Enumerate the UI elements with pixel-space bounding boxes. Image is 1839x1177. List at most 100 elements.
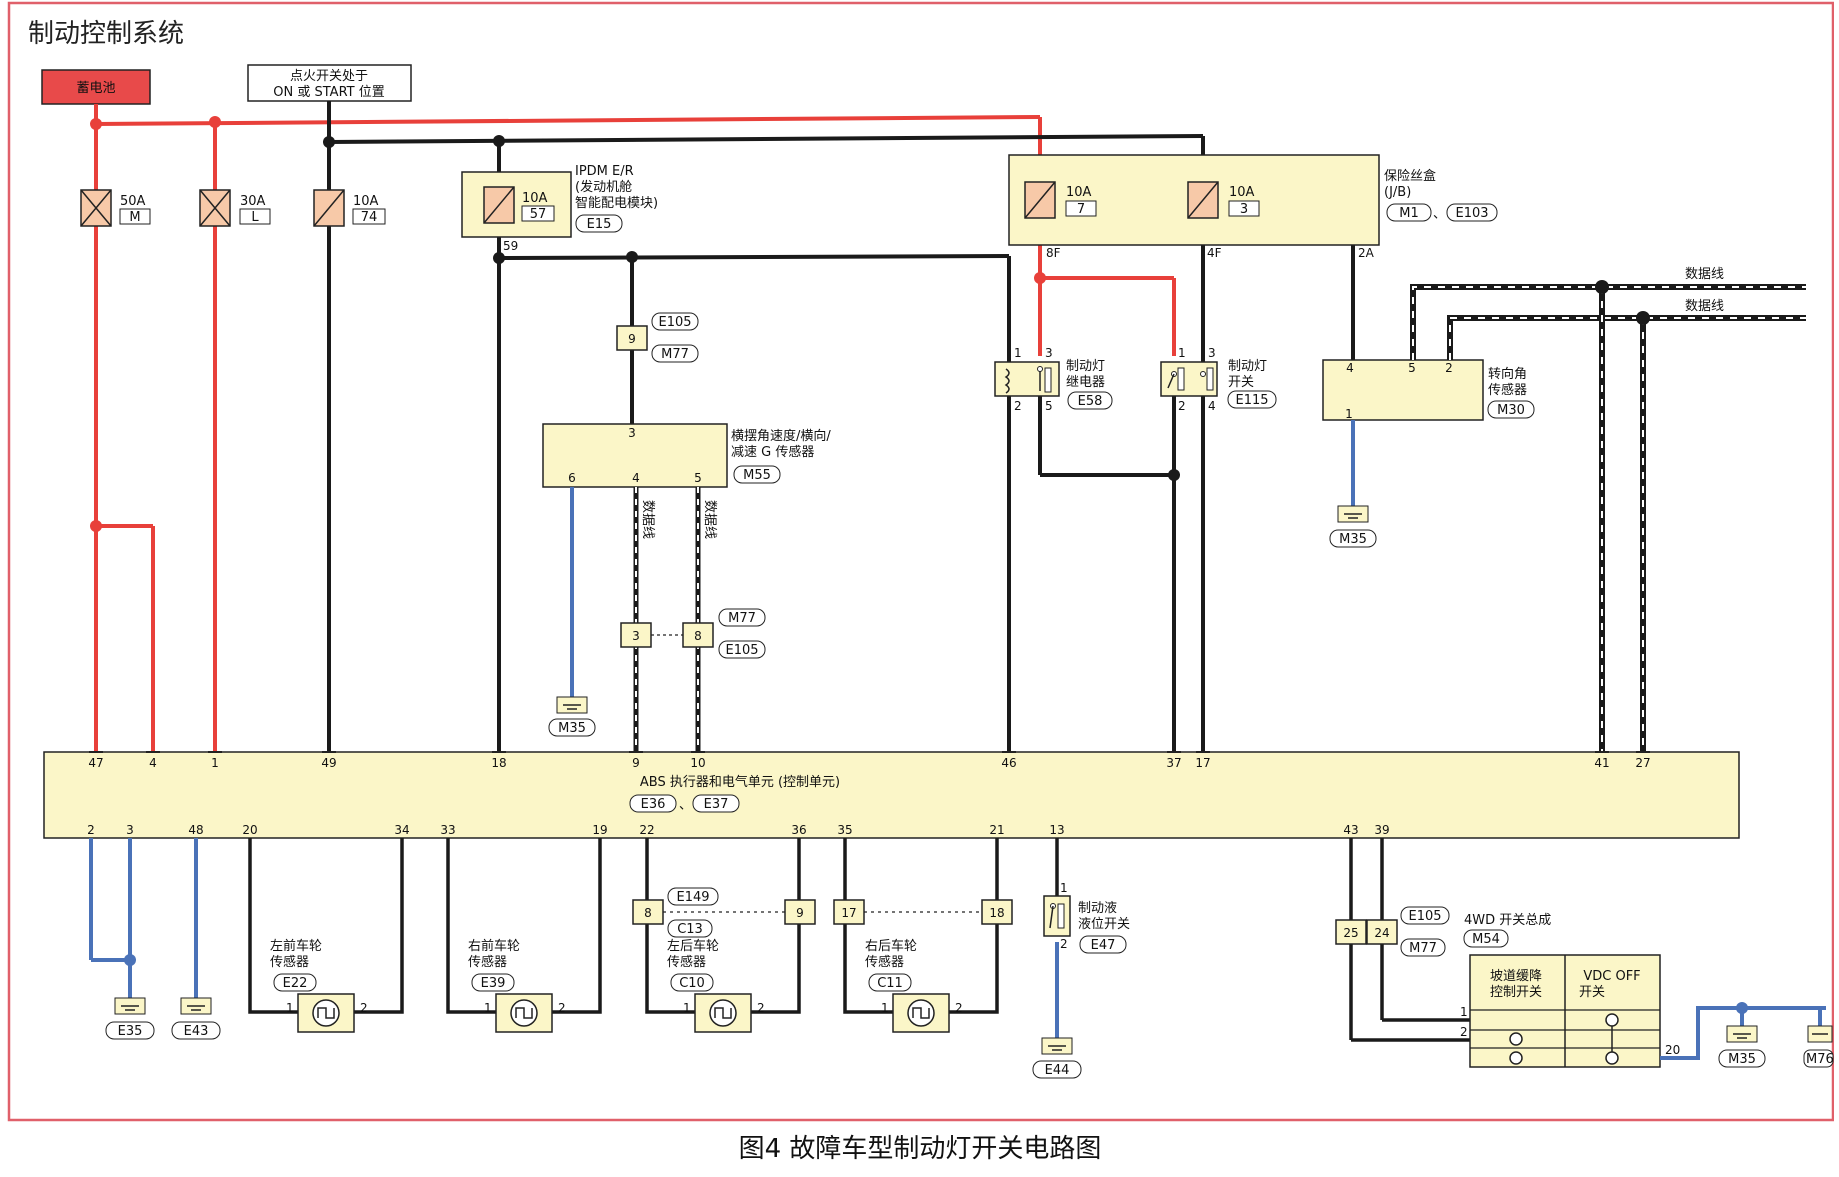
abs-ground-wires	[89, 838, 1059, 1040]
fluid-connector: E47	[1091, 938, 1116, 953]
switch-p1: 1	[1178, 346, 1186, 360]
yaw-connector: M55	[743, 468, 771, 483]
yaw-pin-5: 5	[694, 471, 702, 485]
yaw-pin-4: 4	[632, 471, 640, 485]
wheel-sensor-p1: 1	[881, 1001, 889, 1015]
fuse-30a-code: L	[251, 210, 259, 225]
inline-9	[616, 325, 648, 351]
relay-line1: 制动灯	[1066, 359, 1105, 374]
fuse-50a: 50A M	[80, 189, 151, 227]
fuse-box-conn1: M1	[1399, 206, 1419, 221]
data-line-label-1: 数据线	[1685, 267, 1724, 282]
power-junctions	[90, 116, 1046, 532]
abs-conn1: E36	[641, 797, 666, 812]
wheel-sensor-connector: C11	[877, 976, 903, 991]
wheel-sensor-p2: 2	[360, 1001, 368, 1015]
abs-bottom-pin: 3	[126, 823, 134, 837]
fuse-box-line2: (J/B)	[1384, 185, 1411, 200]
fuse-3-code: 3	[1240, 202, 1248, 217]
ipdm-line3: 智能配电模块)	[575, 196, 658, 211]
rear-inline-c13: C13	[677, 922, 703, 937]
relay-connector: E58	[1078, 394, 1103, 409]
awd-p1: 1	[1460, 1005, 1468, 1019]
switch-p3: 3	[1208, 346, 1216, 360]
abs-bottom-pin: 33	[440, 823, 455, 837]
abs-top-pin: 18	[491, 756, 506, 770]
data-line-label-2: 数据线	[1685, 299, 1724, 314]
abs-top-pin: 47	[88, 756, 103, 770]
yaw-data-lines	[633, 487, 701, 752]
wheel-sensor-connector: E39	[481, 976, 506, 991]
inline-8	[682, 622, 714, 648]
wheel-sensor-line2: 传感器	[270, 954, 309, 970]
steer-p5: 5	[1408, 361, 1416, 375]
ground-e43-label: E43	[184, 1024, 209, 1039]
switch-connector: E115	[1235, 393, 1268, 408]
steer-p1: 1	[1345, 407, 1353, 421]
fuse-74-code: 74	[361, 210, 378, 225]
relay-p3: 3	[1045, 346, 1053, 360]
ground-junction	[124, 954, 136, 966]
fuse-57-rating: 10A	[522, 191, 548, 206]
rear-inline-18-pin: 18	[989, 906, 1004, 920]
wheel-sensor-p2: 2	[757, 1001, 765, 1015]
abs-bottom-pin: 35	[837, 823, 852, 837]
abs-top-pin: 46	[1001, 756, 1016, 770]
inline-8-e105: E105	[725, 643, 758, 658]
steer-sensor-box	[1322, 359, 1484, 421]
fluid-p1: 1	[1060, 881, 1068, 895]
awd-inline-25	[1335, 919, 1367, 945]
abs-top-pin: 1	[211, 756, 219, 770]
steer-line1: 转向角	[1488, 366, 1527, 382]
ground-e35: E35	[105, 997, 155, 1040]
awd-hdc-line1: 坡道缓降	[1490, 969, 1542, 984]
switch-p2: 2	[1178, 399, 1186, 413]
fluid-line2: 液位开关	[1078, 917, 1130, 932]
rear-inline-8-pin: 8	[644, 906, 652, 920]
ground-e44-label: E44	[1045, 1063, 1070, 1078]
switch-line1: 制动灯	[1228, 359, 1267, 374]
ipdm-box	[461, 171, 572, 238]
wheel-sensor-p1: 1	[683, 1001, 691, 1015]
wheel-sensor-line1: 右后车轮	[865, 938, 917, 954]
abs-conn2: E37	[704, 797, 729, 812]
abs-bottom-pin: 19	[592, 823, 607, 837]
awd-title: 4WD 开关总成	[1464, 913, 1551, 928]
wheel-sensor-connector: C10	[679, 976, 705, 991]
ipdm-line1: IPDM E/R	[575, 164, 634, 179]
yaw-pin-3: 3	[628, 426, 636, 440]
wheel-sensor-p2: 2	[558, 1001, 566, 1015]
awd-m77: M77	[1409, 941, 1437, 956]
switch-line2: 开关	[1228, 375, 1254, 390]
fuse-box-line1: 保险丝盒	[1384, 168, 1436, 184]
abs-bottom-pin: 2	[87, 823, 95, 837]
steer-connector: M30	[1497, 403, 1525, 418]
rear-inline-17	[833, 899, 865, 925]
abs-bottom-pin: 43	[1343, 823, 1358, 837]
fuse-box-pin-2a: 2A	[1358, 246, 1375, 260]
abs-top-pin: 37	[1166, 756, 1181, 770]
inline-9-m77: M77	[661, 347, 689, 362]
ground-m76-label: M76	[1806, 1052, 1834, 1067]
fuse-50a-rating: 50A	[120, 194, 146, 209]
awd-hdc-line2: 控制开关	[1490, 985, 1542, 1000]
yaw-line1: 横摆角速度/横向/	[731, 428, 831, 444]
ignition-line2: ON 或 START 位置	[273, 85, 384, 100]
fuse-10a-7: 10A 7	[1024, 181, 1097, 219]
awd-p25: 25	[1343, 926, 1358, 940]
fuse-box-pin-4f: 4F	[1207, 246, 1222, 260]
ground-e43: E43	[171, 997, 221, 1040]
abs-bottom-pin: 39	[1374, 823, 1389, 837]
abs-top-pin: 41	[1594, 756, 1609, 770]
fuse-box-pin-8f: 8F	[1046, 246, 1061, 260]
inline-8-pin: 8	[694, 629, 702, 643]
wheel-sensor-connector: E22	[283, 976, 308, 991]
ground-m35-awd: M35	[1718, 1025, 1766, 1068]
fuse-box-conn2: E103	[1455, 206, 1488, 221]
